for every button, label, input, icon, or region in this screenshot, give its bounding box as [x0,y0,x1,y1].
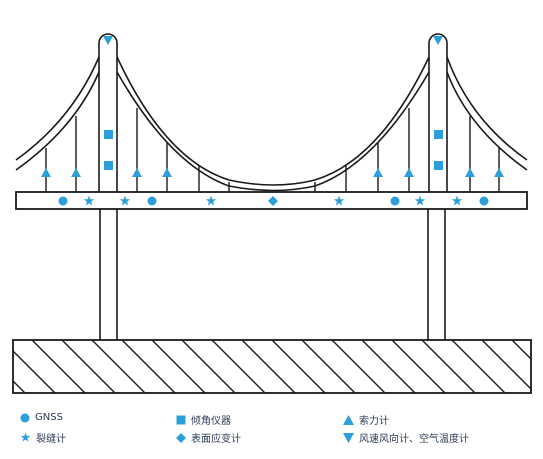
cable-force-sensor-marker [41,168,51,177]
cable-force-sensor-marker [373,168,383,177]
cable-force-sensor-marker [132,168,142,177]
main-cables [15,56,528,192]
crack-sensor-marker [414,195,426,206]
circle-icon [20,413,30,422]
bridge-deck [15,191,528,210]
legend-crack: 裂缝计 [20,430,66,445]
tilt-sensor-marker [434,161,443,170]
tilt-sensor-marker [104,161,113,170]
weather-sensor-marker [433,36,443,45]
legend-cable-force: 索力计 [343,412,389,427]
crack-sensor-marker [205,195,217,206]
gnss-sensor-marker [479,196,489,206]
legend-gnss: GNSS [20,412,63,423]
tower-right [428,33,448,192]
gnss-sensor-marker [390,196,400,206]
legend-strain: 表面应变计 [176,430,241,445]
cable-force-sensor-marker [465,168,475,177]
legend-label: 风速风向计、空气温度计 [359,434,469,445]
cable-force-sensor-marker [404,168,414,177]
legend-label: 表面应变计 [191,434,241,445]
crack-sensor-marker [119,195,131,206]
hangers [45,108,500,192]
strain-sensor-marker [268,196,278,206]
legend-weather: 风速风向计、空气温度计 [343,430,469,445]
legend-label: GNSS [35,412,63,423]
legend-label: 倾角仪器 [191,416,231,427]
gnss-sensor-marker [58,196,68,206]
piers [99,209,446,340]
crack-sensor-marker [451,195,463,206]
cable-force-sensor-marker [71,168,81,177]
triangle-down-icon [343,432,354,443]
square-icon [176,415,186,424]
diamond-icon [176,432,186,443]
triangle-up-icon [343,414,354,425]
legend-tilt: 倾角仪器 [176,412,231,427]
cable-force-sensor-marker [162,168,172,177]
gnss-sensor-marker [147,196,157,206]
crack-sensor-marker [83,195,95,206]
tilt-sensor-marker [104,130,113,139]
tower-left [98,33,118,192]
crack-sensor-marker [333,195,345,206]
foundation [12,339,532,394]
legend-label: 索力计 [359,416,389,427]
tilt-sensor-marker [434,130,443,139]
legend-label: 裂缝计 [36,434,66,445]
cable-force-sensor-marker [494,168,504,177]
weather-sensor-marker [103,36,113,45]
star-icon [20,432,31,442]
